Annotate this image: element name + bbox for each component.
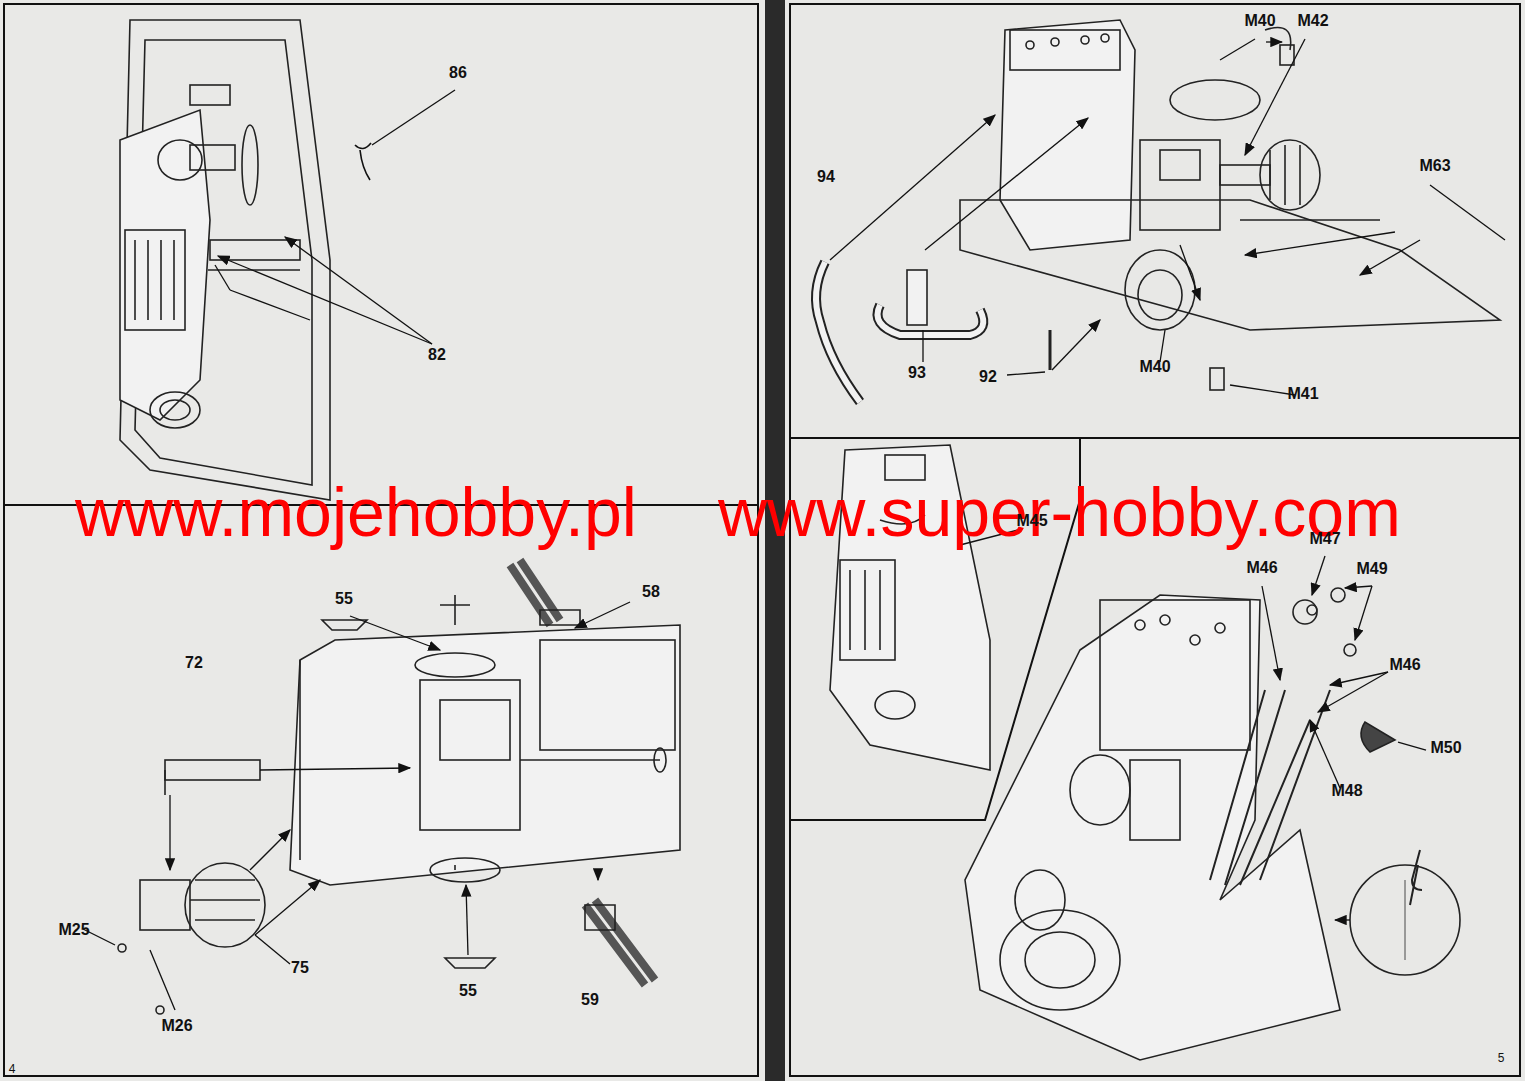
- callout-number: 82: [428, 346, 446, 364]
- left-page: [0, 0, 765, 1081]
- callout-number: M40: [1244, 12, 1275, 30]
- watermark: www.super-hobby.com: [718, 476, 1401, 548]
- callout-number: M46: [1246, 559, 1277, 577]
- callout-number: 55: [335, 590, 353, 608]
- callout-number: 92: [979, 368, 997, 386]
- callout-number: M40: [1139, 358, 1170, 376]
- callout-number: M45: [1016, 512, 1047, 530]
- callout-number: 86: [449, 64, 467, 82]
- callout-number: M42: [1297, 12, 1328, 30]
- callout-number: 94: [817, 168, 835, 186]
- chassis-assembly: [118, 560, 680, 1014]
- watermark: www.mojehobby.pl: [75, 476, 637, 548]
- callout-number: M50: [1430, 739, 1461, 757]
- callout-number: M25: [58, 921, 89, 939]
- engine-top-view: [816, 20, 1500, 402]
- callout-number: M48: [1331, 782, 1362, 800]
- engine-with-levers: [965, 588, 1460, 1060]
- callout-number: M47: [1309, 530, 1340, 548]
- callout-number: M63: [1419, 157, 1450, 175]
- page-number: 4: [9, 1060, 16, 1078]
- callout-number: M41: [1287, 385, 1318, 403]
- callout-number: M46: [1389, 656, 1420, 674]
- callout-number: 55: [459, 982, 477, 1000]
- callout-number: M49: [1356, 560, 1387, 578]
- callout-number: 59: [581, 991, 599, 1009]
- callout-number: 75: [291, 959, 309, 977]
- callout-number: 72: [185, 654, 203, 672]
- callout-number: 93: [908, 364, 926, 382]
- callout-number: M26: [161, 1017, 192, 1035]
- callout-number: 58: [642, 583, 660, 601]
- engine-side-view: [120, 20, 330, 500]
- page-number: 5: [1498, 1049, 1505, 1067]
